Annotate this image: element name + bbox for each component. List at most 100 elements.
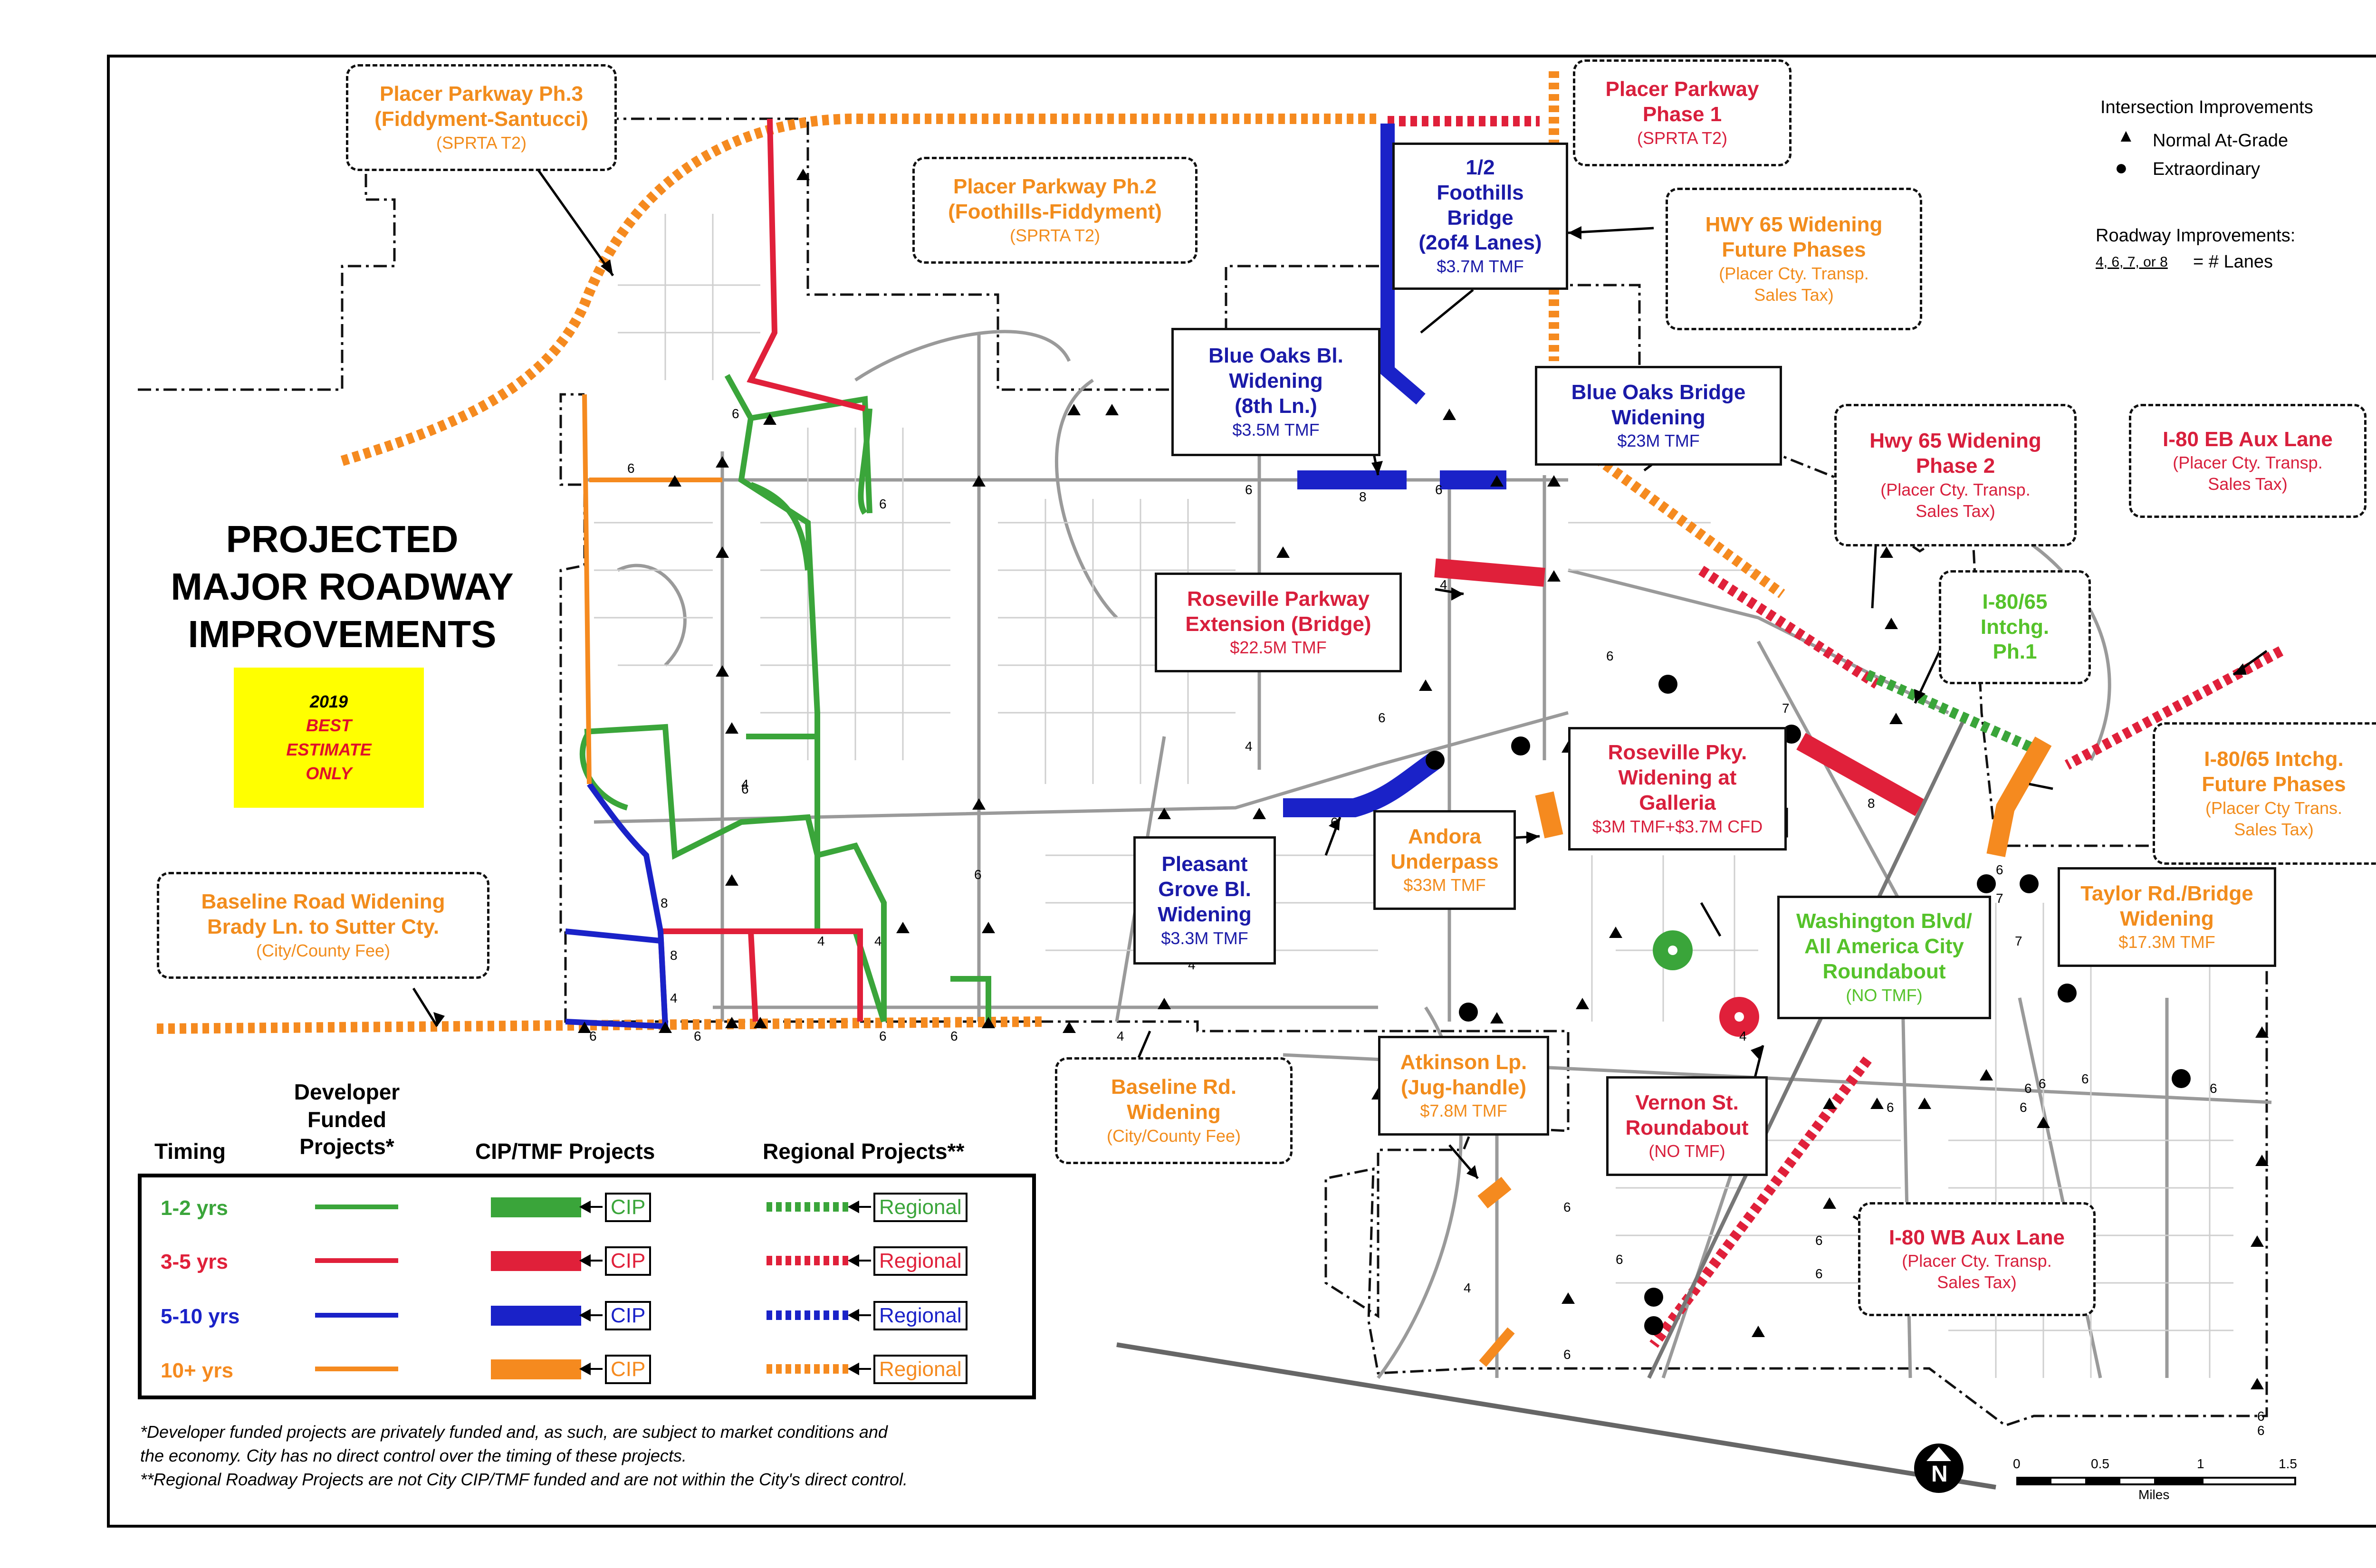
svg-text:6: 6 <box>1435 482 1443 497</box>
svg-text:6: 6 <box>1815 1266 1823 1281</box>
cip-orange <box>1477 736 2052 1367</box>
washington-line-4: (NO TMF) <box>1846 985 1923 1005</box>
foothills-line-3: Bridge <box>1447 206 1514 229</box>
svg-text:6: 6 <box>1563 1347 1571 1362</box>
callout-foothills-bridge: 1/2 Foothills Bridge (2of4 Lanes) $3.7M … <box>1392 143 1568 290</box>
title-line-1: PROJECTED <box>226 518 459 560</box>
pleasantgrove-line-2: Grove Bl. <box>1158 878 1251 901</box>
atkinson-line-2: (Jug-handle) <box>1401 1075 1526 1099</box>
lane-labels: 6668646466468844466666446787776666666646… <box>589 406 2265 1438</box>
svg-text:6: 6 <box>694 1029 701 1043</box>
scale-tick-1: 1 <box>2197 1456 2204 1471</box>
callout-andora-underpass: Andora Underpass $33M TMF <box>1373 810 1516 910</box>
baselinebrady-line-1: Baseline Road Widening <box>201 890 445 914</box>
city-boundary <box>138 117 2268 1427</box>
roadway-legend-title: Roadway Improvements: <box>2096 226 2296 246</box>
svg-text:6: 6 <box>732 406 739 421</box>
pp1-line-3: (SPRTA T2) <box>1637 128 1728 148</box>
callout-taylor-bridge: Taylor Rd./Bridge Widening $17.3M TMF <box>2058 867 2276 967</box>
pp3-line-1: Placer Parkway Ph.3 <box>379 82 584 106</box>
svg-text:4: 4 <box>670 991 678 1005</box>
i80wb-line-3: Sales Tax) <box>1937 1272 2017 1292</box>
svg-text:6: 6 <box>1331 815 1338 830</box>
svg-text:4: 4 <box>741 777 749 792</box>
vernon-line-1: Vernon St. <box>1635 1090 1739 1114</box>
svg-text:4: 4 <box>817 934 825 948</box>
extraordinary-intersections <box>1426 675 2191 1335</box>
rosevillepkwy-line-3: $22.5M TMF <box>1230 638 1327 658</box>
lanes-legend-text: = # Lanes <box>2193 252 2273 272</box>
baselinerd-line-3: (City/County Fee) <box>1106 1126 1241 1146</box>
svg-text:6: 6 <box>1887 1100 1894 1115</box>
estimate-note: 2019 BEST ESTIMATE ONLY <box>234 668 424 808</box>
svg-text:6: 6 <box>879 497 887 511</box>
callout-leaders <box>412 161 2268 1232</box>
svg-text:7: 7 <box>1996 891 2003 906</box>
andora-line-3: $33M TMF <box>1403 875 1486 895</box>
blueoaks-br-line-1: Blue Oaks Bridge <box>1571 380 1746 404</box>
legend-timing-1-2: 1-2 yrs <box>161 1196 228 1220</box>
svg-text:6: 6 <box>2210 1081 2217 1096</box>
extraordinary-legend-label: Extraordinary <box>2153 159 2260 179</box>
developer-orange <box>582 394 722 784</box>
galleria-line-3: Galleria <box>1639 791 1716 814</box>
pp3-line-2: (Fiddyment-Santucci) <box>374 107 588 131</box>
legend-timing-5-10: 5-10 yrs <box>161 1305 240 1328</box>
svg-text:4: 4 <box>1117 1029 1124 1043</box>
callout-pleasant-grove: Pleasant Grove Bl. Widening $3.3M TMF <box>1133 836 1276 965</box>
baselinebrady-line-2: Brady Ln. to Sutter Cty. <box>207 915 440 938</box>
lanes-legend-key: 4, 6, 7, or 8 <box>2096 254 2168 270</box>
svg-text:8: 8 <box>661 896 668 910</box>
hwy65future-line-3: (Placer Cty. Transp. <box>1719 263 1869 283</box>
callout-i80-65-future: I-80/65 Intchg. Future Phases (Placer Ct… <box>2153 722 2376 865</box>
i80wb-line-2: (Placer Cty. Transp. <box>1902 1251 2052 1271</box>
blueoaks-wid-line-4: $3.5M TMF <box>1232 420 1320 440</box>
foothills-line-4: (2of4 Lanes) <box>1418 231 1542 255</box>
baselinerd-line-1: Baseline Rd. <box>1111 1075 1237 1099</box>
map-title: PROJECTED MAJOR ROADWAY IMPROVEMENTS <box>128 516 556 658</box>
hwy65ph2-line-4: Sales Tax) <box>1916 501 1995 521</box>
normal-legend-symbol: ▲ <box>2117 126 2135 146</box>
hwy65ph2-line-2: Phase 2 <box>1916 454 1995 478</box>
callout-i80-65-ph1: I-80/65 Intchg. Ph.1 <box>1939 570 2091 684</box>
atkinson-line-3: $7.8M TMF <box>1420 1101 1507 1121</box>
svg-text:8: 8 <box>670 948 678 963</box>
hwy65future-line-4: Sales Tax) <box>1754 285 1834 305</box>
developer-red <box>658 118 866 1027</box>
vernon-line-3: (NO TMF) <box>1648 1141 1725 1161</box>
baselinerd-line-2: Widening <box>1127 1100 1221 1124</box>
blueoaks-br-line-3: $23M TMF <box>1617 431 1700 451</box>
blueoaks-wid-line-2: Widening <box>1229 369 1323 393</box>
callout-placer-parkway-ph1: Placer Parkway Phase 1 (SPRTA T2) <box>1573 59 1792 166</box>
baselinebrady-line-3: (City/County Fee) <box>256 940 391 960</box>
i8065future-line-3: (Placer Cty Trans. <box>2205 798 2343 818</box>
svg-text:N: N <box>1931 1462 1948 1487</box>
i80wb-line-1: I-80 WB Aux Lane <box>1889 1225 2065 1249</box>
legend-regional-1-2: Regional <box>873 1193 968 1222</box>
svg-text:6: 6 <box>974 867 982 882</box>
svg-text:6: 6 <box>1815 1233 1823 1248</box>
footnote-2: the economy. City has no direct control … <box>140 1446 687 1465</box>
dev-header-line-3: Projects* <box>299 1134 394 1159</box>
pp2-line-1: Placer Parkway Ph.2 <box>953 175 1157 199</box>
svg-text:6: 6 <box>2257 1423 2265 1438</box>
estimate-line-3: ONLY <box>306 763 352 783</box>
normal-legend-label: Normal At-Grade <box>2153 131 2289 151</box>
vernon-line-2: Roundabout <box>1625 1116 1749 1139</box>
scale-bar <box>2016 1477 2296 1485</box>
blueoaks-wid-line-3: (8th Ln.) <box>1235 394 1317 418</box>
timing-legend: 1-2 yrs 3-5 yrs 5-10 yrs 10+ yrs <box>138 1174 1036 1399</box>
pleasantgrove-line-4: $3.3M TMF <box>1161 928 1248 948</box>
svg-text:7: 7 <box>2015 934 2022 948</box>
galleria-line-4: $3M TMF+$3.7M CFD <box>1592 816 1763 836</box>
svg-text:6: 6 <box>950 1029 958 1043</box>
dev-header-line-1: Developer <box>294 1080 400 1104</box>
svg-text:6: 6 <box>2257 1409 2265 1424</box>
taylor-line-2: Widening <box>2120 907 2214 930</box>
rosevillepkwy-line-2: Extension (Bridge) <box>1185 612 1371 636</box>
callout-hwy65-future: HWY 65 Widening Future Phases (Placer Ct… <box>1666 188 1922 330</box>
callout-blue-oaks-widening: Blue Oaks Bl. Widening (8th Ln.) $3.5M T… <box>1171 328 1380 456</box>
callout-baseline-brady: Baseline Road Widening Brady Ln. to Sutt… <box>157 872 489 979</box>
svg-text:6: 6 <box>2039 1076 2046 1091</box>
